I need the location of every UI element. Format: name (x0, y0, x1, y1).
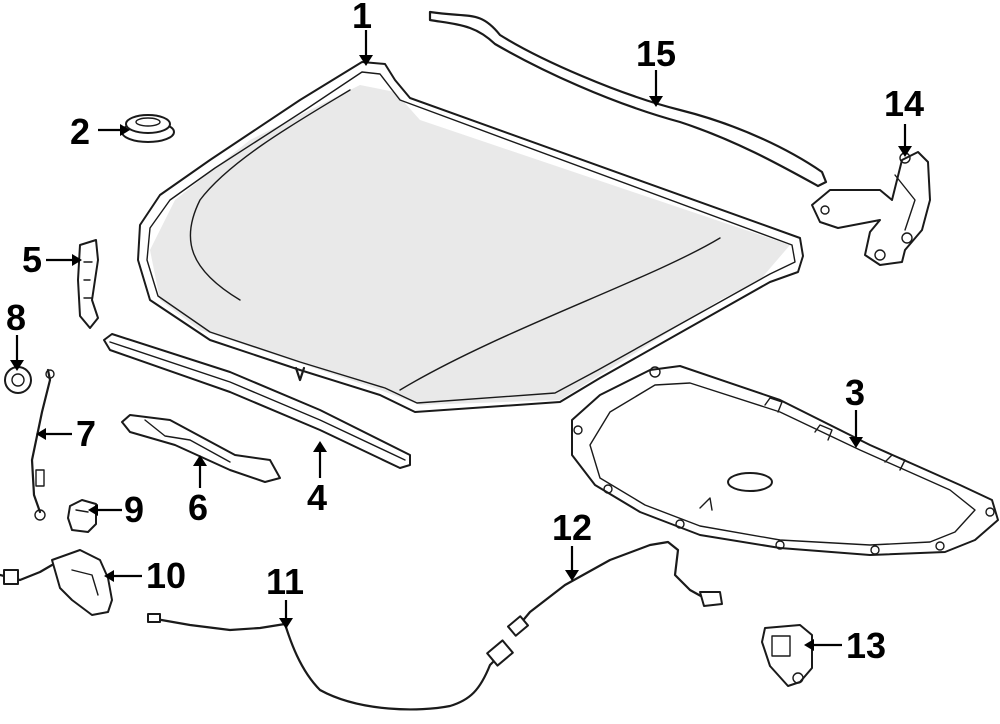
release-cable[interactable] (147, 613, 514, 711)
release-cable-rear[interactable] (507, 540, 723, 637)
callout-3: 3 (845, 372, 865, 413)
callout-8: 8 (6, 297, 26, 338)
callout-2: 2 (70, 111, 90, 152)
rear-seal[interactable] (428, 10, 828, 188)
arrow-heads (10, 55, 912, 651)
callout-5: 5 (22, 239, 42, 280)
release-handle[interactable] (761, 624, 813, 687)
leader-lines (15, 30, 907, 647)
hood-panel[interactable] (137, 61, 804, 413)
callout-13: 13 (846, 625, 886, 666)
grommet[interactable] (4, 366, 32, 394)
side-seal[interactable] (77, 239, 99, 329)
latch-support[interactable] (121, 414, 281, 483)
callout-9: 9 (124, 489, 144, 530)
prop-rod[interactable] (30, 368, 55, 521)
callout-7: 7 (76, 413, 96, 454)
callout-6: 6 (188, 487, 208, 528)
bumper-grommet[interactable] (121, 114, 175, 143)
hood-insulator[interactable] (571, 365, 999, 556)
front-seal[interactable] (103, 333, 411, 469)
callout-1: 1 (352, 0, 372, 36)
callout-11: 11 (266, 561, 304, 602)
callout-4: 4 (307, 477, 327, 518)
callout-10: 10 (146, 555, 186, 596)
callout-labels: 1 2 3 4 5 6 7 8 9 10 11 12 13 14 15 (6, 0, 924, 666)
clip[interactable] (67, 499, 97, 533)
callout-15: 15 (636, 33, 676, 74)
hinge[interactable] (811, 151, 931, 266)
callout-14: 14 (884, 83, 924, 124)
latch[interactable] (0, 549, 113, 616)
callout-12: 12 (552, 507, 592, 548)
